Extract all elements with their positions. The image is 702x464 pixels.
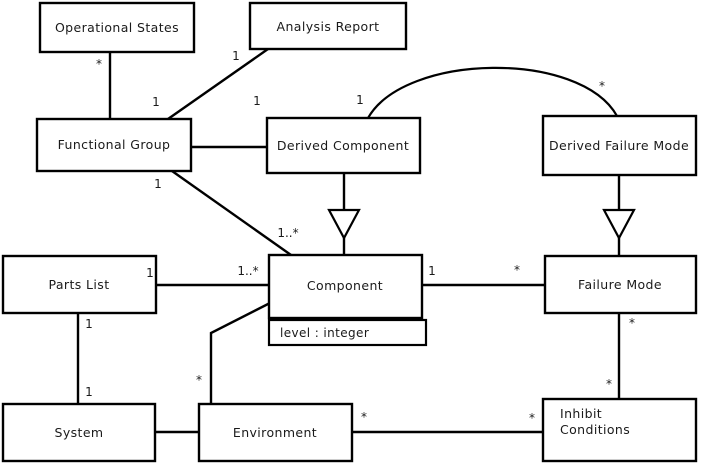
class-rect-failure-mode [543, 254, 698, 315]
multiplicity-environment-inhibit-end: * [361, 410, 367, 424]
class-box-operational-states[interactable]: Operational States [38, 1, 196, 54]
class-label-analysis-report: Analysis Report [277, 19, 380, 34]
class-rect-parts-list [1, 254, 158, 315]
class-label-parts-list: Parts List [48, 277, 109, 292]
class-rect-system [1, 402, 157, 463]
class-rect-operational-states [38, 1, 196, 54]
class-rect-analysis-report [248, 1, 408, 51]
class-box-analysis-report[interactable]: Analysis Report [248, 1, 408, 51]
class-box-parts-list[interactable]: Parts List [1, 254, 158, 315]
multiplicity-functional-group-analysis-report-end: 1 [152, 95, 160, 109]
class-box-failure-mode[interactable]: Failure Mode [543, 254, 698, 315]
class-label-functional-group: Functional Group [58, 137, 171, 152]
class-attr-component-level: level : integer [280, 326, 369, 340]
multiplicity-component-functional-group-end: 1..* [277, 226, 298, 240]
multiplicity-analysis-report-end: 1 [232, 49, 240, 63]
class-attr-rect-component [267, 318, 428, 347]
class-rect-component [267, 253, 424, 320]
multiplicity-parts-list-system-end: 1 [85, 317, 93, 331]
association-functional-group-component [171, 170, 292, 256]
multiplicity-parts-list-component-end: 1 [146, 266, 154, 280]
class-label-environment: Environment [233, 425, 317, 440]
class-label-operational-states: Operational States [55, 20, 179, 35]
multiplicity-inhibit-environment-end: * [529, 411, 535, 425]
class-label-derived-failure-mode: Derived Failure Mode [549, 138, 689, 153]
multiplicity-component-failure-mode-end: 1 [428, 264, 436, 278]
class-label-failure-mode: Failure Mode [578, 277, 662, 292]
class-label-component: Component [307, 278, 383, 293]
multiplicity-functional-group-component-end: 1 [154, 177, 162, 191]
class-rect-derived-failure-mode [541, 114, 698, 177]
class-label-derived-component: Derived Component [277, 138, 409, 153]
class-box-derived-component[interactable]: Derived Component [265, 116, 422, 175]
class-box-functional-group[interactable]: Functional Group [35, 117, 193, 173]
generalization-triangle-derived-component-component [327, 208, 361, 241]
multiplicity-derived-component-end: 1 [253, 94, 261, 108]
multiplicity-system-parts-list-end: 1 [85, 385, 93, 399]
class-box-derived-failure-mode[interactable]: Derived Failure Mode [541, 114, 698, 177]
class-rect-inhibit-conditions [541, 397, 698, 463]
class-label-inhibit-conditions-line1: Inhibit [560, 406, 602, 421]
multiplicity-derived-failure-mode-arc-end: * [599, 79, 605, 93]
association-component-environment [209, 301, 271, 404]
class-box-environment[interactable]: Environment [197, 402, 354, 463]
class-box-system[interactable]: System [1, 402, 157, 463]
class-box-component[interactable]: Component level : integer [267, 253, 428, 347]
association-derived-component-derived-failure-mode [367, 66, 618, 119]
class-rect-environment [197, 402, 354, 463]
multiplicity-derived-component-arc-end: 1 [356, 93, 364, 107]
multiplicity-failure-mode-inhibit-end: * [629, 316, 635, 330]
generalization-triangle-derived-failure-mode-failure-mode [602, 208, 636, 241]
multiplicity-failure-mode-component-end: * [514, 263, 520, 277]
class-box-inhibit-conditions[interactable]: Inhibit Conditions [541, 397, 698, 463]
multiplicity-component-parts-list-end: 1..* [237, 264, 258, 278]
association-functional-group-analysis-report [167, 48, 269, 120]
multiplicity-operational-states-functional-group: * [96, 57, 102, 71]
class-label-system: System [54, 425, 103, 440]
class-rect-derived-component [265, 116, 422, 175]
class-rect-functional-group [35, 117, 193, 173]
class-label-inhibit-conditions-line2: Conditions [560, 422, 630, 437]
multiplicity-inhibit-failure-mode-end: * [606, 377, 612, 391]
multiplicity-environment-component-end: * [196, 373, 202, 387]
